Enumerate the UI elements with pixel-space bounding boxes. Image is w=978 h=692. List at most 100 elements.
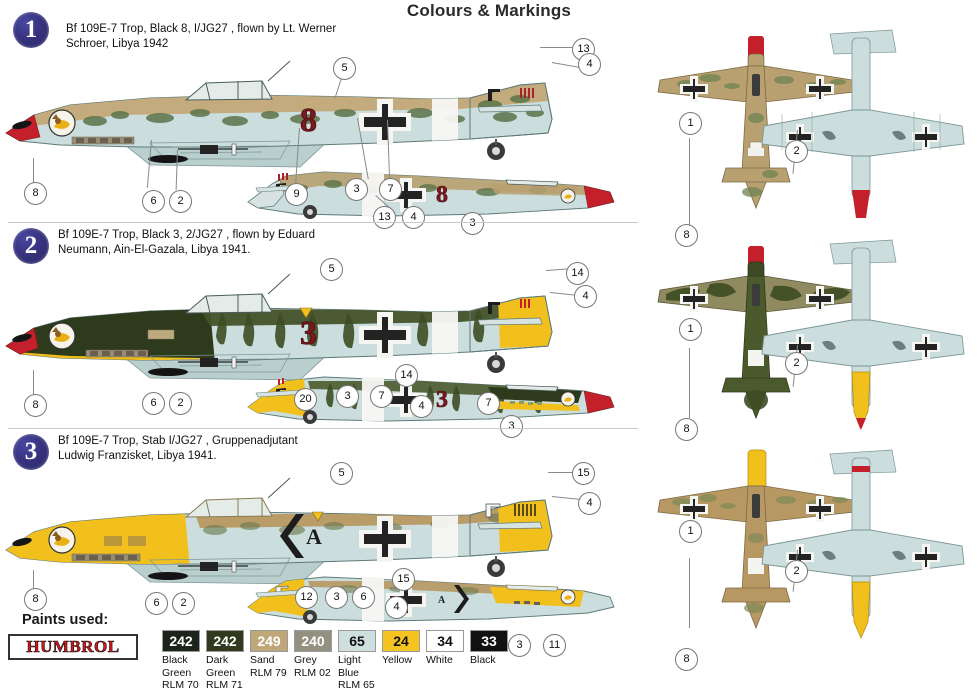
propeller-blade-3 — [12, 537, 32, 547]
callout-4[interactable]: 4 — [574, 285, 597, 308]
plan-view-lower-3 — [761, 449, 965, 639]
nose-camouflage-dark-green-2 — [6, 309, 215, 360]
callout-12[interactable]: 12 — [295, 586, 318, 609]
callout-5[interactable]: 5 — [320, 258, 343, 281]
callout-4[interactable]: 4 — [578, 53, 601, 76]
aircraft-plan-views-3 — [657, 449, 965, 639]
callout-3b[interactable]: 3 — [500, 415, 523, 438]
callout-8[interactable]: 8 — [24, 182, 47, 205]
option-caption-3-line1: Bf 109E-7 Trop, Stab I/JG27 , Gruppenadj… — [58, 435, 298, 447]
svg-text:A: A — [438, 595, 446, 606]
option-caption-2-line1: Bf 109E-7 Trop, Black 3, 2/JG27 , flown … — [58, 229, 315, 241]
callout-4b[interactable]: 4 — [385, 596, 408, 619]
upper-camouflage-sand-1 — [6, 83, 548, 133]
leader-line — [689, 348, 690, 418]
callout-6b[interactable]: 6 — [352, 586, 375, 609]
callout-4b[interactable]: 4 — [402, 206, 425, 229]
triangle-stencil-2 — [299, 307, 313, 319]
callout-3[interactable]: 3 — [325, 586, 348, 609]
tail-fin-2 — [469, 295, 553, 353]
balkenkreuz-2 — [359, 312, 411, 358]
plan-callout-2[interactable]: 2 — [785, 560, 808, 583]
callout-7b[interactable]: 7 — [477, 392, 500, 415]
fuselage-band-2 — [432, 296, 458, 360]
callout-3[interactable]: 3 — [336, 385, 359, 408]
paints-used-label: Paints used: — [22, 612, 109, 628]
paint-code-chip: 249 — [250, 630, 288, 652]
leader-line — [689, 138, 690, 226]
callout-7[interactable]: 7 — [370, 385, 393, 408]
callout-15b[interactable]: 15 — [392, 568, 415, 591]
callout-8[interactable]: 8 — [24, 394, 47, 417]
option-caption-2: Bf 109E-7 Trop, Black 3, 2/JG27 , flown … — [58, 228, 388, 258]
plan-view-lower-2 — [761, 239, 965, 430]
callout-5[interactable]: 5 — [333, 57, 356, 80]
paint-code-chip: 242 — [162, 630, 200, 652]
callout-2[interactable]: 2 — [172, 592, 195, 615]
callout-14[interactable]: 14 — [566, 262, 589, 285]
horizontal-stabilizer-1 — [477, 104, 543, 113]
callout-5[interactable]: 5 — [330, 462, 353, 485]
callout-13b[interactable]: 13 — [373, 206, 396, 229]
callout-2[interactable]: 2 — [169, 392, 192, 415]
tail-stencil-2 — [488, 302, 500, 314]
callout-3[interactable]: 3 — [345, 178, 368, 201]
leader-line — [33, 370, 34, 396]
fuselage-band-3 — [432, 500, 458, 564]
callout-8b[interactable]: 8 — [675, 418, 698, 441]
aircraft-plan-views-2 — [657, 239, 965, 430]
fuselage-band-1 — [432, 83, 458, 147]
antenna-mast-3 — [267, 477, 291, 499]
stab-chevron-3b: A — [438, 585, 469, 613]
callout-3b[interactable]: 3 — [508, 634, 531, 657]
upper-camouflage-sand-3 — [195, 500, 548, 528]
plan-callout-1[interactable]: 1 — [679, 112, 702, 135]
nose-stencil-2 — [147, 329, 175, 340]
propeller-blade-1 — [12, 120, 32, 130]
section-divider-2 — [8, 428, 638, 429]
cowling-yellow-3 — [6, 514, 190, 564]
callout-6[interactable]: 6 — [145, 592, 168, 615]
callout-8[interactable]: 8 — [24, 588, 47, 611]
callout-3b[interactable]: 3 — [461, 212, 484, 235]
option-caption-2-line2: Neumann, Ain-El-Gazala, Libya 1941. — [58, 244, 251, 256]
svg-text:3: 3 — [436, 387, 448, 413]
plan-callout-1[interactable]: 1 — [679, 520, 702, 543]
underwing-detail-2 — [149, 353, 291, 373]
centerline-rack-1 — [178, 143, 248, 156]
rudder-yellow-2b — [248, 379, 308, 417]
callout-8b[interactable]: 8 — [675, 224, 698, 247]
plan-callout-1[interactable]: 1 — [679, 318, 702, 341]
callout-6[interactable]: 6 — [142, 190, 165, 213]
leader-line — [33, 158, 34, 184]
centerline-rack-3 — [178, 560, 248, 573]
tail-stencil-1 — [488, 89, 500, 101]
tail-fin-1 — [469, 82, 553, 140]
callout-7[interactable]: 7 — [379, 178, 402, 201]
plan-callout-2[interactable]: 2 — [785, 140, 808, 163]
callout-15[interactable]: 15 — [572, 462, 595, 485]
callout-6[interactable]: 6 — [142, 392, 165, 415]
callout-9[interactable]: 9 — [285, 183, 308, 206]
triangle-stencil-3 — [311, 511, 324, 522]
nose-band-yellow-2 — [16, 352, 205, 360]
callout-4b[interactable]: 4 — [410, 395, 433, 418]
callout-2[interactable]: 2 — [169, 190, 192, 213]
plan-callout-2[interactable]: 2 — [785, 352, 808, 375]
callout-8b[interactable]: 8 — [675, 648, 698, 671]
callout-20[interactable]: 20 — [294, 388, 317, 411]
victory-marks-1 — [520, 88, 534, 98]
callout-14b[interactable]: 14 — [395, 364, 418, 387]
paint-name-label: Yellow — [382, 654, 412, 666]
callout-4[interactable]: 4 — [578, 492, 601, 515]
callout-11[interactable]: 11 — [543, 634, 566, 657]
aircraft-code-3: A — [306, 524, 322, 549]
aircraft-code-2: 3 — [300, 315, 317, 352]
